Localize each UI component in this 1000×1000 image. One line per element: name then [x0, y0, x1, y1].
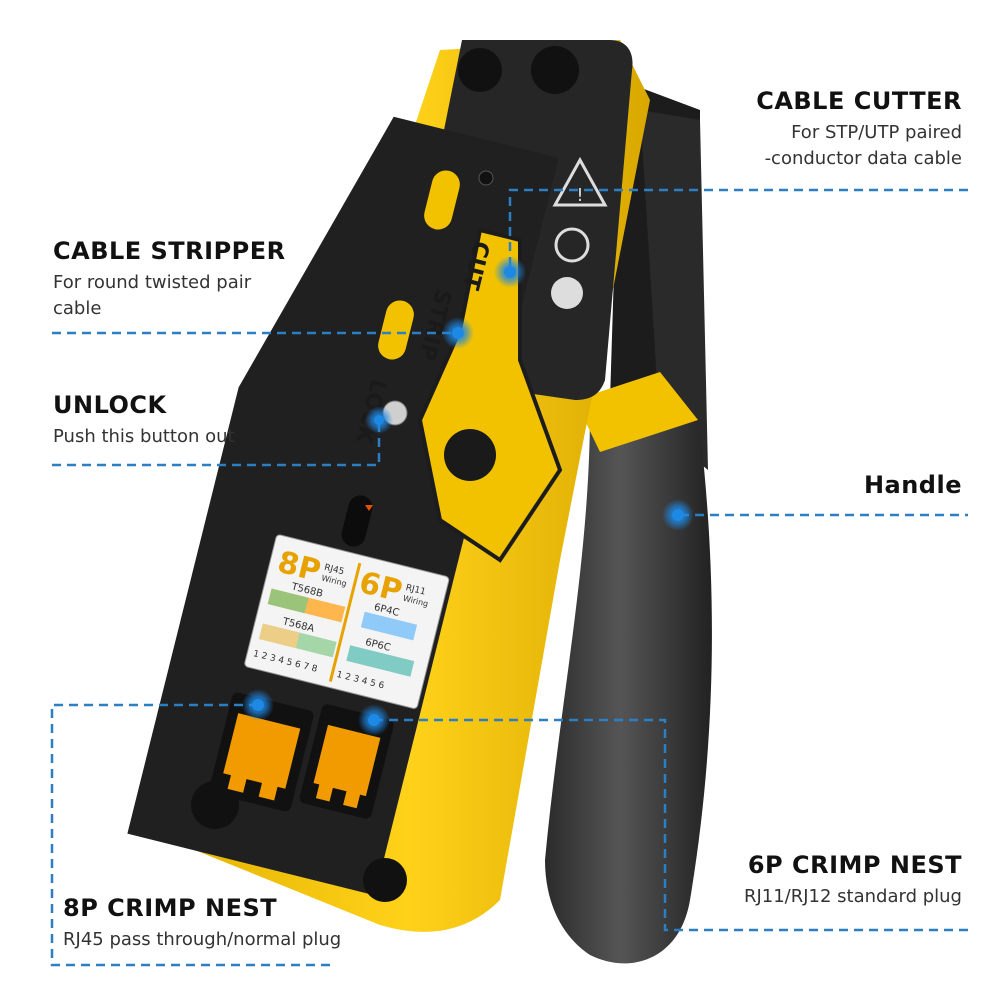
- slot: [424, 170, 460, 230]
- leader-lines: [50, 188, 968, 967]
- unlock-desc: Push this button out: [53, 426, 235, 447]
- dot-core: [504, 266, 516, 278]
- warning-icon: !: [552, 156, 608, 207]
- dot-core: [374, 415, 384, 425]
- crimp-8p-title: 8P CRIMP NEST: [63, 894, 278, 922]
- callout-8p-crimp-nest: 8P CRIMP NEST RJ45 pass through/normal p…: [63, 893, 341, 953]
- leader-6p: [374, 718, 968, 932]
- handle-collar: [575, 372, 698, 452]
- slot: [378, 300, 414, 360]
- indicator-arrow: [365, 505, 373, 511]
- leader-8p: [50, 703, 332, 967]
- label-rj45: RJ45: [323, 563, 345, 578]
- cable-cutter-title: CABLE CUTTER: [756, 87, 962, 115]
- no-power-icon: [554, 227, 590, 263]
- pin-hole: [478, 170, 494, 186]
- leader-unlock: [52, 420, 381, 467]
- knob: [531, 46, 579, 94]
- unlock-title: UNLOCK: [53, 391, 167, 419]
- dot-core: [672, 509, 684, 521]
- lock-indicator: [341, 495, 373, 547]
- cable-stripper-desc-line1: For round twisted pair: [53, 272, 252, 293]
- cable-stripper-desc-line2: cable: [53, 298, 102, 319]
- cable-stripper-title: CABLE STRIPPER: [53, 237, 286, 265]
- cable-stripper-desc: For round twisted pair cable: [53, 270, 286, 322]
- handle-grip: [545, 385, 712, 964]
- crimp-8p-desc: RJ45 pass through/normal plug: [63, 929, 342, 950]
- callout-handle: Handle: [864, 470, 962, 500]
- wiring-label-plate: 8P RJ45 Wiring 6P RJ11 Wiring T568B 6P4C…: [244, 534, 450, 709]
- dot-core: [452, 327, 464, 339]
- knob: [458, 48, 502, 92]
- cable-cutter-desc: For STP/UTP paired -conductor data cable: [756, 120, 962, 172]
- cable-cutter-desc-line2: -conductor data cable: [764, 148, 962, 169]
- callout-unlock: UNLOCK Push this button out: [53, 390, 235, 450]
- dot-core: [252, 699, 264, 711]
- callout-6p-crimp-nest: 6P CRIMP NEST RJ11/RJ12 standard plug: [744, 850, 962, 910]
- jaw-pivot: [444, 429, 496, 481]
- callout-dots: [242, 256, 694, 736]
- svg-text:!: !: [576, 185, 583, 206]
- crimp-nest-8p[interactable]: [208, 691, 315, 812]
- dot-core: [368, 714, 380, 726]
- handle-title: Handle: [863, 471, 962, 499]
- leader-cable-cutter: [508, 188, 968, 268]
- goggles-icon: [551, 277, 583, 309]
- cable-cutter-desc-line1: For STP/UTP paired: [791, 122, 962, 143]
- label-rj11: RJ11: [404, 583, 426, 598]
- crimp-6p-desc: RJ11/RJ12 standard plug: [743, 886, 962, 907]
- callout-cable-cutter: CABLE CUTTER For STP/UTP paired -conduct…: [756, 86, 962, 172]
- knob: [363, 858, 407, 902]
- crimp-6p-title: 6P CRIMP NEST: [747, 851, 962, 879]
- callout-cable-stripper: CABLE STRIPPER For round twisted pair ca…: [53, 236, 286, 322]
